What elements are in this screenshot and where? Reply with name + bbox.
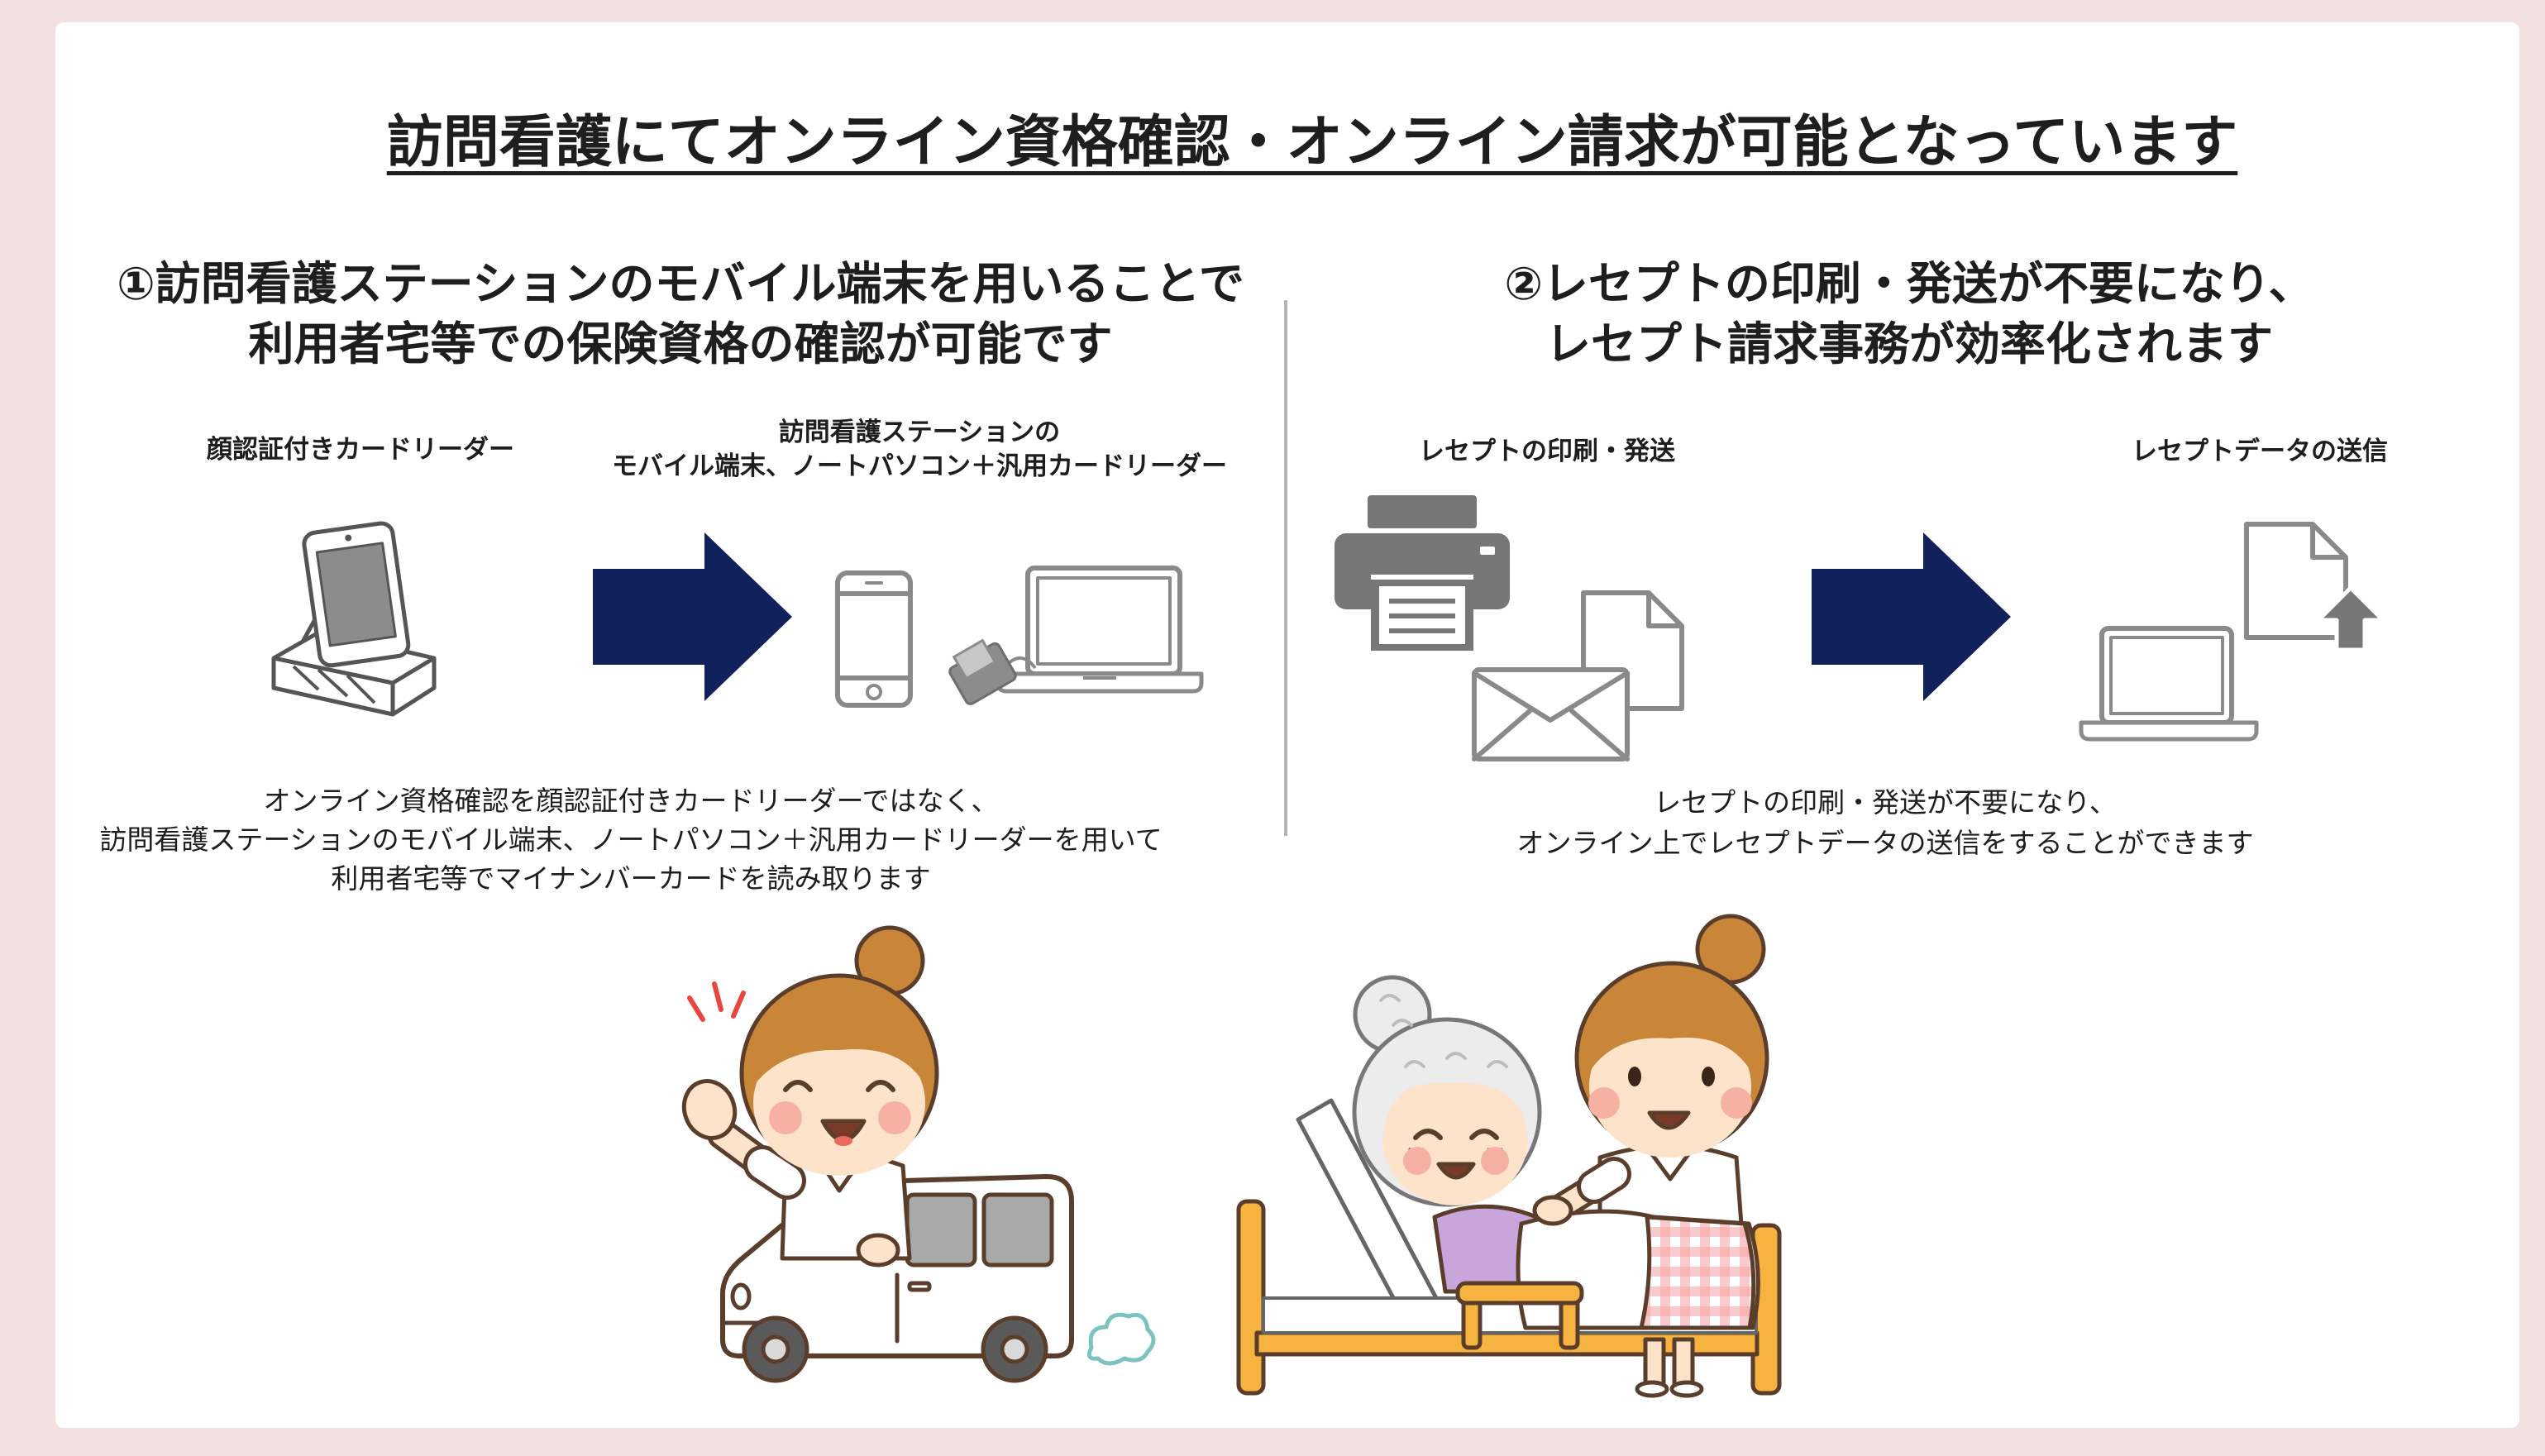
card-reader-label: 顔認証付きカードリーダー xyxy=(195,433,526,467)
card-reader-icon xyxy=(948,638,1017,705)
document-upload-icon xyxy=(2244,522,2385,652)
right-description-line: レセプトの印刷・発送が不要になり、 xyxy=(1654,786,2117,819)
wave-motion-lines xyxy=(687,981,746,1022)
data-transmit-label-text: レセプトデータの送信 xyxy=(2132,437,2388,466)
mobile-device-label-line: 訪問看護ステーションの xyxy=(778,418,1061,447)
left-heading: ①訪問看護ステーションのモバイル端末を用いることで 利用者宅等での保険資格の確認… xyxy=(60,254,1301,375)
exhaust-cloud xyxy=(1086,1312,1156,1366)
laptop-with-card-reader-icon xyxy=(948,566,1204,705)
right-description: レセプトの印刷・発送が不要になり、 オンライン上でレセプトデータの送信をすること… xyxy=(1348,782,2423,863)
laptop-icon xyxy=(2079,626,2259,742)
left-description-line: 利用者宅等でマイナンバーカードを読み取ります xyxy=(331,862,931,895)
right-heading: ②レセプトの印刷・発送が不要になり、 レセプト請求事務が効率化されます xyxy=(1330,254,2488,375)
envelope-icon xyxy=(1472,667,1630,761)
left-description-line: オンライン資格確認を顔認証付きカードリーダーではなく、 xyxy=(263,785,999,817)
print-send-label: レセプトの印刷・発送 xyxy=(1382,435,1712,469)
print-send-label-text: レセプトの印刷・発送 xyxy=(1419,437,1675,466)
bed-side-rail xyxy=(1455,1281,1584,1350)
data-transmit-label: レセプトデータの送信 xyxy=(2094,435,2425,469)
right-heading-line: レセプト請求事務が効率化されます xyxy=(1545,317,2273,370)
nurse-with-patient-bed-illustration xyxy=(1236,914,1782,1398)
right-heading-line: ②レセプトの印刷・発送が不要になり、 xyxy=(1504,257,2314,310)
right-description-line: オンライン上でレセプトデータの送信をすることができます xyxy=(1516,827,2254,859)
nurse-in-car-illustration xyxy=(681,925,1156,1383)
mobile-device-label-line: モバイル端末、ノートパソコン＋汎用カードリーダー xyxy=(612,451,1227,481)
card-reader-label-text: 顔認証付きカードリーダー xyxy=(207,435,514,465)
left-description-line: 訪問看護ステーションのモバイル端末、ノートパソコン＋汎用カードリーダーを用いて xyxy=(99,823,1163,856)
elderly-patient-figure xyxy=(1352,975,1549,1294)
left-heading-line: ①訪問看護ステーションのモバイル端末を用いることで xyxy=(117,257,1244,310)
face-auth-card-reader-icon xyxy=(271,521,437,717)
section-divider xyxy=(1284,300,1287,836)
page-title: 訪問看護にてオンライン資格確認・オンライン請求が可能となっています xyxy=(386,110,2238,175)
left-heading-line: 利用者宅等での保険資格の確認が可能です xyxy=(248,317,1113,370)
left-description: オンライン資格確認を顔認証付きカードリーダーではなく、 訪問看護ステーションのモ… xyxy=(52,781,1210,898)
smartphone-icon xyxy=(835,570,913,708)
mobile-device-label: 訪問看護ステーションの モバイル端末、ノートパソコン＋汎用カードリーダー xyxy=(589,416,1250,484)
printer-icon xyxy=(1335,495,1510,651)
checked-blanket xyxy=(1639,1215,1756,1330)
right-arrow-icon xyxy=(593,532,792,701)
right-arrow-icon xyxy=(1812,532,2011,701)
laptop-document-upload-icon xyxy=(2079,522,2385,742)
waving-hand xyxy=(681,1079,738,1140)
